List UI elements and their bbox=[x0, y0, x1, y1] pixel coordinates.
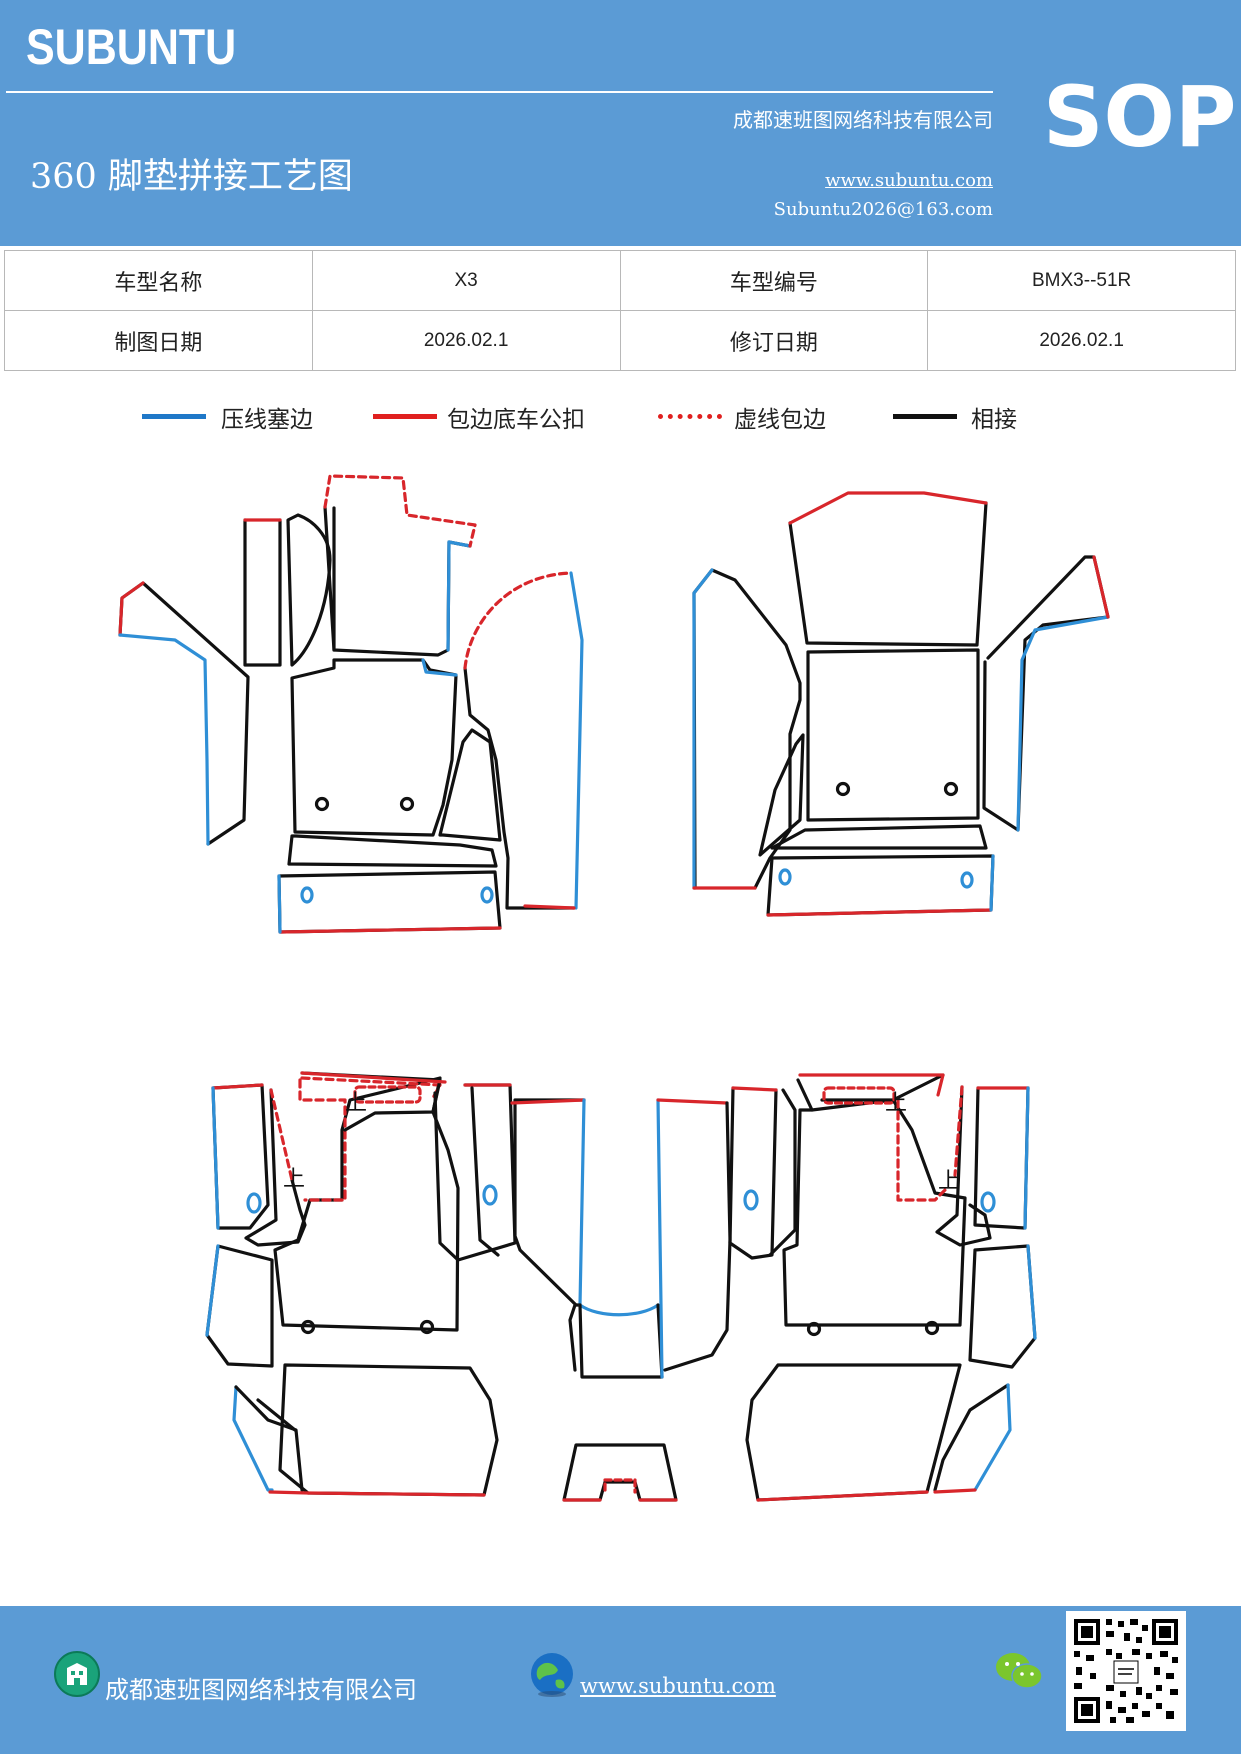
footer-company-name: 成都速班图网络科技有限公司 bbox=[105, 1676, 417, 1704]
legend-label: 相接 bbox=[971, 407, 1017, 433]
revision-date-label: 修订日期 bbox=[619, 310, 929, 371]
globe-icon bbox=[531, 1653, 573, 1697]
website-link[interactable]: www.subuntu.com bbox=[825, 170, 993, 191]
header-divider bbox=[6, 91, 993, 93]
up-marker: 上 bbox=[283, 1167, 305, 1192]
line-legend: 压线塞边 包边底车公扣 虚线包边 相接 bbox=[0, 402, 1241, 442]
page-footer: 成都速班图网络科技有限公司 www.subuntu.com bbox=[0, 1606, 1241, 1754]
wechat-icon bbox=[996, 1653, 1043, 1689]
sop-badge: SOP bbox=[1043, 68, 1237, 166]
company-name: 成都速班图网络科技有限公司 bbox=[733, 108, 993, 132]
page-title: 360 脚垫拼接工艺图 bbox=[30, 157, 353, 197]
email-address: Subuntu2026@163.com bbox=[773, 199, 993, 220]
front-right-mat-group bbox=[692, 491, 1110, 917]
page-header: SUBUNTU 成都速班图网络科技有限公司 360 脚垫拼接工艺图 www.su… bbox=[0, 0, 1241, 246]
table-row: 制图日期 2026.02.1 修订日期 2026.02.1 bbox=[4, 310, 1236, 371]
rear-right-mat-group bbox=[656, 1073, 1037, 1502]
revision-date-value: 2026.02.1 bbox=[927, 310, 1236, 371]
up-marker: 上 bbox=[885, 1091, 907, 1116]
brand-logo: SUBUNTU bbox=[26, 19, 237, 75]
table-row: 车型名称 X3 车型编号 BMX3--51R bbox=[4, 250, 1236, 311]
qr-code-icon[interactable] bbox=[1066, 1611, 1186, 1731]
building-icon bbox=[54, 1651, 100, 1697]
model-code-value: BMX3--51R bbox=[927, 250, 1236, 311]
drawing-date-value: 2026.02.1 bbox=[311, 310, 621, 371]
legend-swatch-red-dotted bbox=[658, 414, 722, 419]
footer-website-link[interactable]: www.subuntu.com bbox=[580, 1674, 776, 1698]
legend-label: 包边底车公扣 bbox=[447, 407, 585, 433]
legend-label: 压线塞边 bbox=[221, 407, 313, 433]
front-left-mat-group bbox=[118, 474, 584, 934]
floor-mat-diagram-icon: 上 上 上 上 bbox=[118, 474, 1110, 1502]
up-marker: 上 bbox=[938, 1169, 960, 1194]
up-marker: 上 bbox=[345, 1091, 367, 1116]
legend-swatch-red bbox=[373, 414, 437, 419]
model-name-value: X3 bbox=[311, 250, 621, 311]
vehicle-info-table: 车型名称 X3 车型编号 BMX3--51R 制图日期 2026.02.1 修订… bbox=[4, 250, 1236, 371]
model-code-label: 车型编号 bbox=[619, 250, 929, 311]
legend-swatch-black bbox=[893, 414, 957, 419]
rear-left-mat-group bbox=[205, 1071, 586, 1497]
drawing-date-label: 制图日期 bbox=[4, 310, 313, 371]
model-name-label: 车型名称 bbox=[4, 250, 313, 311]
rear-centre-mat-group bbox=[562, 1303, 678, 1502]
legend-swatch-blue bbox=[142, 414, 206, 419]
legend-label: 虚线包边 bbox=[734, 407, 826, 433]
